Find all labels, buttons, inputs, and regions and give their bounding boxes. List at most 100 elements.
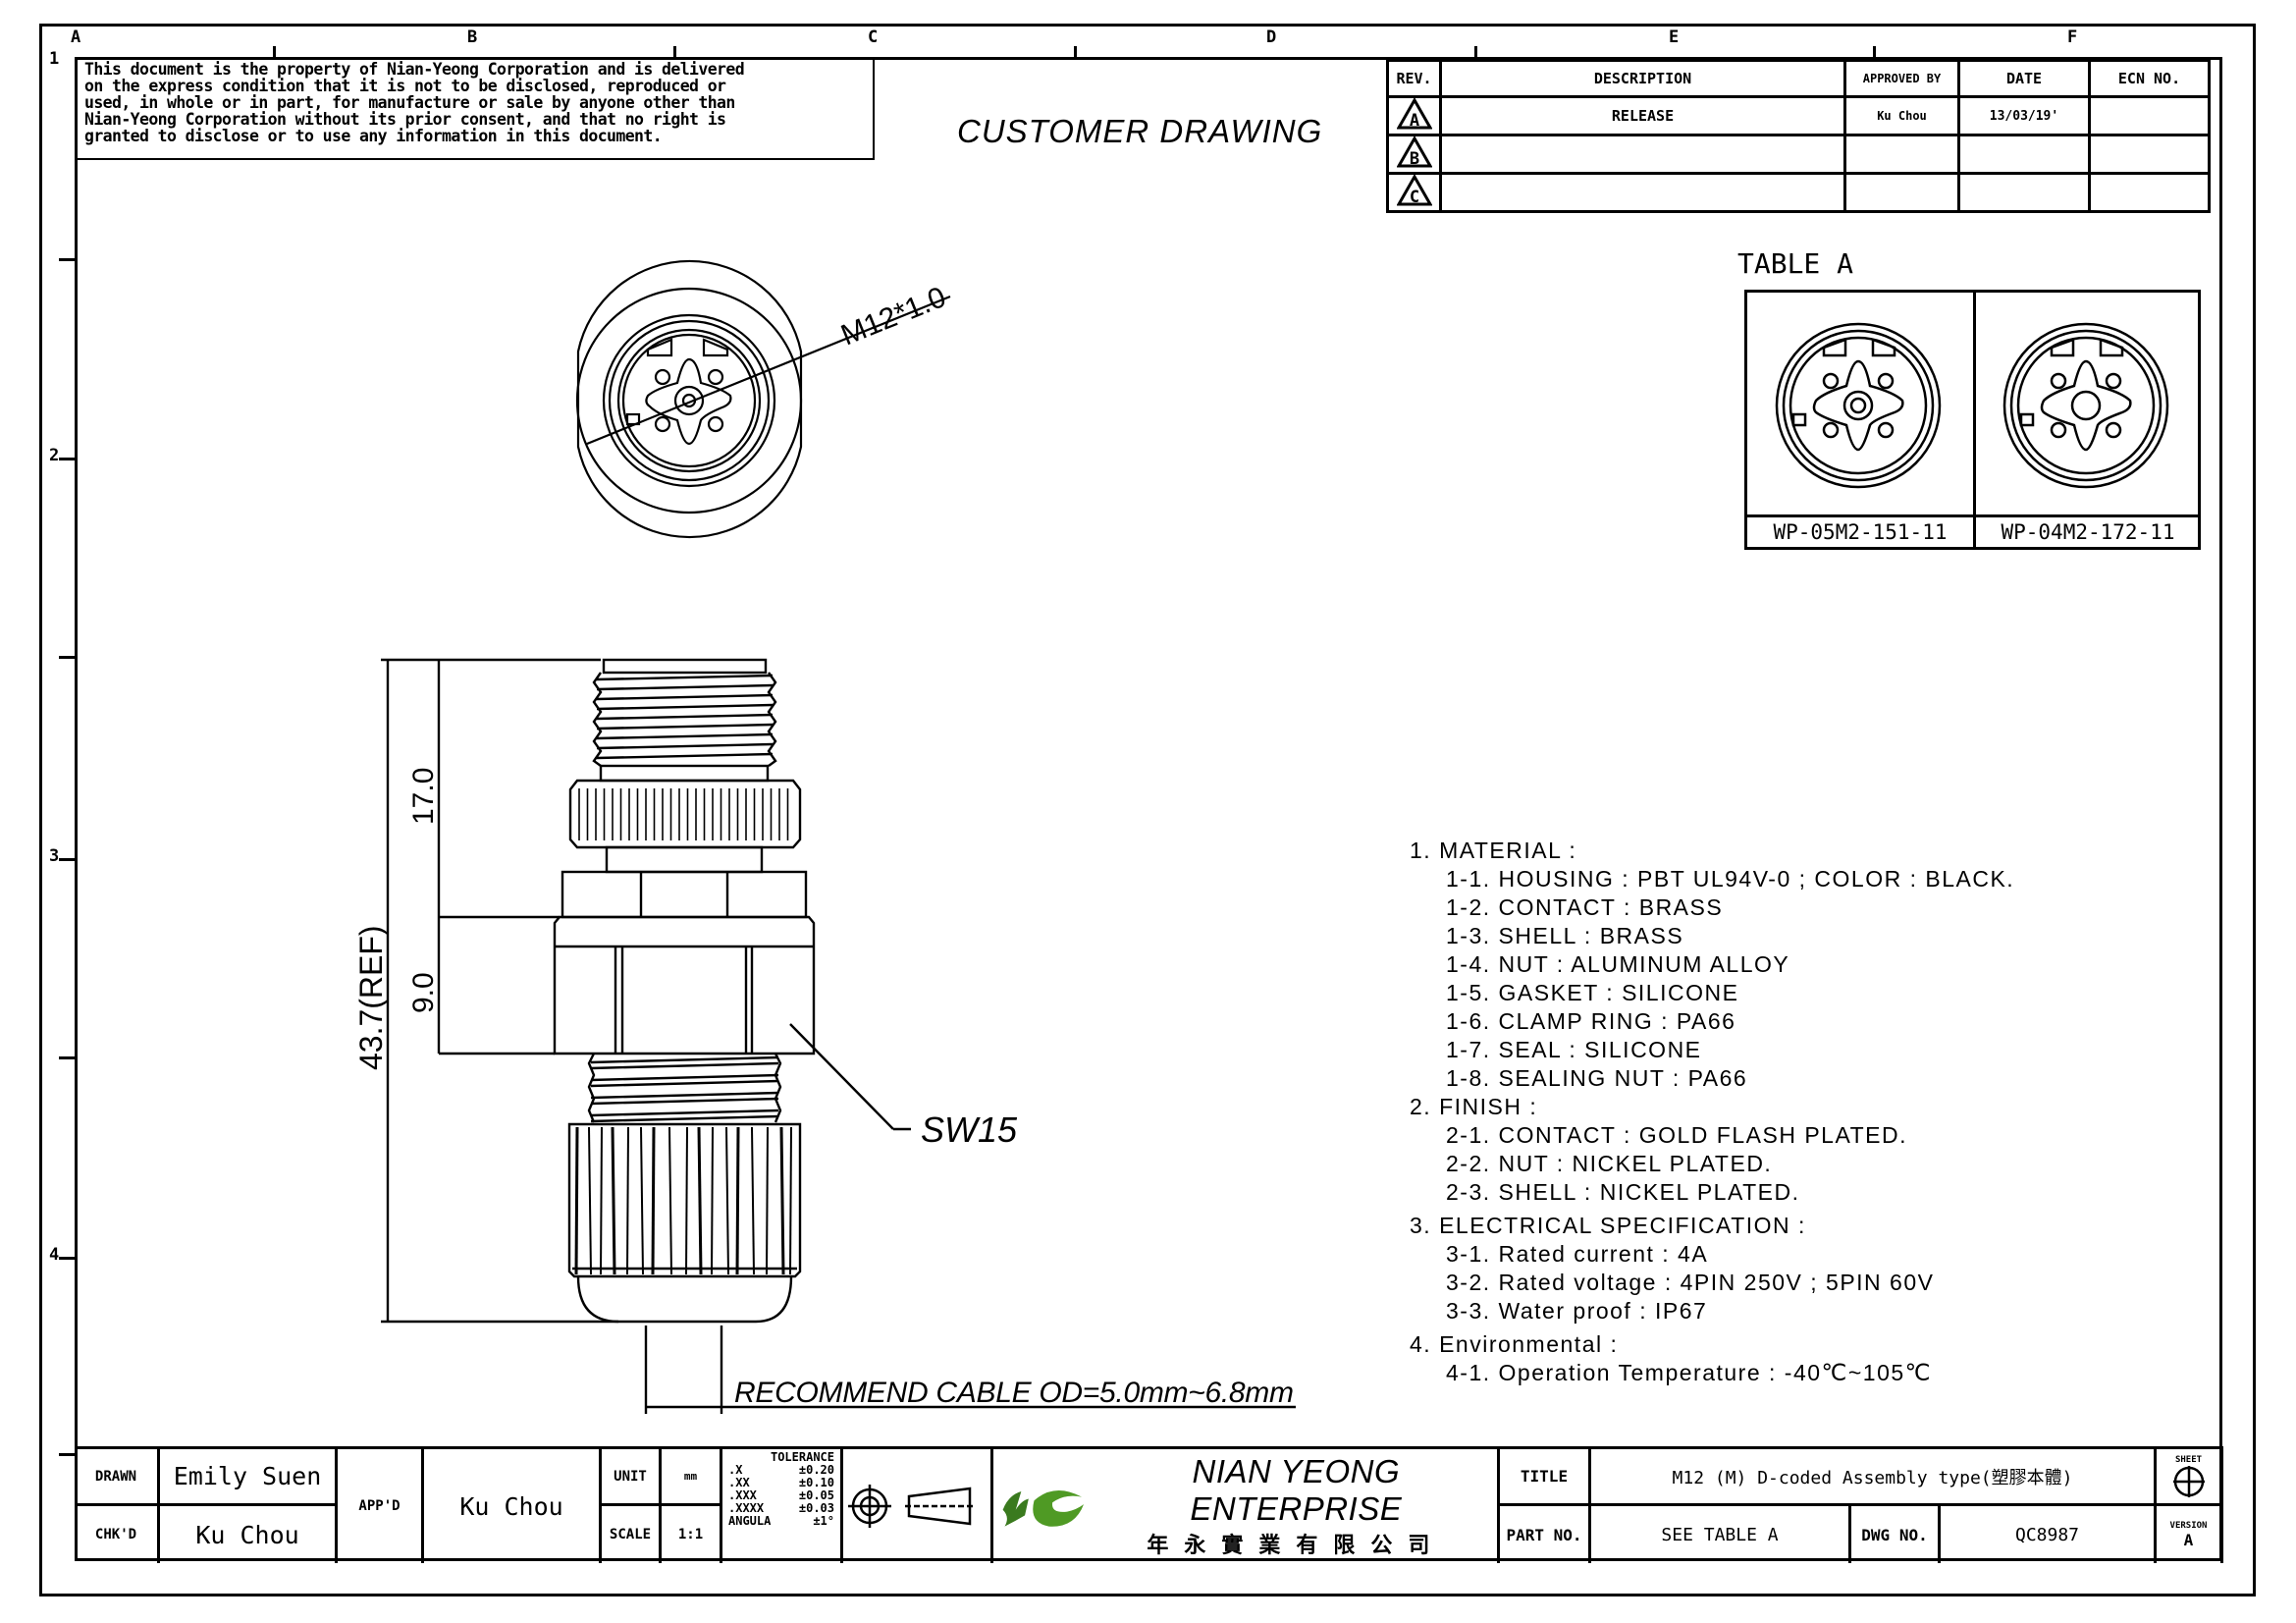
- company-name-en: NIAN YEONG ENTERPRISE: [1190, 1453, 1403, 1527]
- revision-row: C: [1386, 172, 2211, 213]
- rev-ecn: [2088, 172, 2211, 213]
- table-a: WP-05M2-151-11 WP-04M2-172-11: [1744, 290, 2201, 550]
- zone-tick: [1074, 46, 1077, 58]
- zone-tick: [59, 258, 77, 261]
- tolerance-value: ±0.10: [798, 1476, 834, 1489]
- tolerance-key: .X: [728, 1463, 743, 1477]
- description-header: DESCRIPTION: [1439, 59, 1846, 98]
- svg-text:C: C: [1409, 188, 1418, 206]
- checked-value: Ku Chou: [160, 1506, 338, 1563]
- tolerance-value: ±0.20: [798, 1463, 834, 1477]
- revision-table: REV. DESCRIPTION APPROVED BY DATE ECN NO…: [1386, 59, 2211, 213]
- zone-tick: [59, 858, 77, 861]
- table-a-part-number: WP-04M2-172-11: [1975, 514, 2201, 547]
- note-item: 3-2. Rated voltage : 4PIN 250V ; 5PIN 60…: [1446, 1270, 1935, 1295]
- rev-triangle-icon: A: [1386, 95, 1442, 136]
- checked-label: CHK'D: [75, 1506, 160, 1563]
- zone-tick: [59, 1453, 77, 1456]
- title-label: TITLE: [1500, 1449, 1591, 1506]
- note-item: 3-1. Rated current : 4A: [1446, 1241, 1709, 1267]
- zone-letter-c: C: [868, 27, 879, 47]
- sheet-crosshair-icon: [2172, 1465, 2205, 1497]
- tolerance-title: TOLERANCE: [770, 1450, 834, 1464]
- rev-header: REV.: [1386, 59, 1442, 98]
- zone-number-1: 1: [49, 49, 60, 69]
- notice-line: This document is the property of Nian-Ye…: [84, 60, 745, 79]
- note-item: 3-3. Water proof : IP67: [1446, 1298, 1708, 1324]
- notice-line: used, in whole or in part, for manufactu…: [84, 93, 735, 112]
- version-box: VERSION A: [2157, 1506, 2223, 1563]
- note-item: 1-2. CONTACT : BRASS: [1446, 894, 1724, 920]
- approved-by-header: APPROVED BY: [1843, 59, 1960, 98]
- dwg-no-value: QC8987: [1941, 1506, 2157, 1563]
- table-a-part-number: WP-05M2-151-11: [1747, 514, 1973, 547]
- note-item: 2-3. SHELL : NICKEL PLATED.: [1446, 1179, 1800, 1205]
- rev-ecn: [2088, 95, 2211, 136]
- note-item: 1-6. CLAMP RING : PA66: [1446, 1008, 1736, 1034]
- svg-text:B: B: [1409, 149, 1418, 168]
- note-heading: 4. Environmental :: [1410, 1331, 1619, 1357]
- specification-notes: 1. MATERIAL :1-1. HOUSING : PBT UL94V-0 …: [1410, 837, 2014, 1387]
- note-item: 1-8. SEALING NUT : PA66: [1446, 1065, 1748, 1091]
- rev-triangle-icon: B: [1386, 134, 1442, 175]
- table-a-title: TABLE A: [1737, 247, 1854, 280]
- tolerance-key: .XXX: [728, 1488, 757, 1502]
- part-no-label: PART NO.: [1500, 1506, 1591, 1563]
- tolerance-key: ANGULA: [728, 1514, 772, 1528]
- revision-row: B: [1386, 134, 2211, 175]
- note-heading: 2. FINISH :: [1410, 1094, 1538, 1119]
- title-value: M12 (M) D-coded Assembly type(塑膠本體): [1591, 1449, 2157, 1506]
- connector-face-4pin-icon: [2002, 322, 2169, 489]
- version-value: A: [2183, 1530, 2194, 1549]
- connector-face-5pin-icon: [1775, 322, 1942, 489]
- version-label: VERSION: [2169, 1520, 2208, 1531]
- revision-row: A RELEASE Ku Chou 13/03/19': [1386, 95, 2211, 136]
- tolerance-value: ±1°: [813, 1514, 834, 1528]
- zone-tick: [1873, 46, 1876, 58]
- dwg-no-label: DWG NO.: [1851, 1506, 1941, 1563]
- company-name-zh: 年永實業有限公司: [1147, 1534, 1446, 1558]
- drawn-label: DRAWN: [75, 1449, 160, 1506]
- revision-header-row: REV. DESCRIPTION APPROVED BY DATE ECN NO…: [1386, 59, 2211, 98]
- zone-tick: [673, 46, 676, 58]
- drawn-value: Emily Suen: [160, 1449, 338, 1506]
- zone-tick: [59, 1257, 77, 1260]
- zone-tick: [59, 656, 77, 659]
- ecn-header: ECN NO.: [2088, 59, 2211, 98]
- inner-frame: [75, 57, 2222, 1561]
- rev-approved-by: [1843, 134, 1960, 175]
- rev-ecn: [2088, 134, 2211, 175]
- outer-frame: [39, 24, 2256, 1596]
- note-item: 4-1. Operation Temperature : -40℃~105℃: [1446, 1360, 1932, 1385]
- rev-description: [1439, 134, 1846, 175]
- note-item: 1-4. NUT : ALUMINUM ALLOY: [1446, 951, 1790, 977]
- rev-description: [1439, 172, 1846, 213]
- zone-tick: [59, 1056, 77, 1059]
- confidentiality-notice: This document is the property of Nian-Ye…: [75, 57, 875, 160]
- notice-line: granted to disclose or to use any inform…: [84, 127, 663, 145]
- approved-label: APP'D: [338, 1449, 424, 1563]
- rev-description: RELEASE: [1439, 95, 1846, 136]
- rev-date: [1957, 134, 2091, 175]
- scale-value: 1:1: [662, 1506, 722, 1563]
- rev-approved-by: Ku Chou: [1843, 95, 1960, 136]
- tolerance-value: ±0.03: [798, 1501, 834, 1515]
- unit-value: mm: [662, 1449, 722, 1506]
- rev-triangle-icon: C: [1386, 172, 1442, 213]
- unit-label: UNIT: [602, 1449, 662, 1506]
- title-block: DRAWN CHK'D Emily Suen Ku Chou APP'D Ku …: [75, 1446, 2223, 1565]
- zone-letter-f: F: [2067, 27, 2078, 47]
- note-item: 1-1. HOUSING : PBT UL94V-0 ; COLOR : BLA…: [1446, 866, 2015, 892]
- zone-number-3: 3: [49, 846, 60, 866]
- note-heading: 3. ELECTRICAL SPECIFICATION :: [1410, 1213, 1806, 1238]
- tolerance-key: .XX: [728, 1476, 750, 1489]
- date-header: DATE: [1957, 59, 2091, 98]
- rev-date: 13/03/19': [1957, 95, 2091, 136]
- zone-letter-d: D: [1266, 27, 1277, 47]
- company-logo-block: NIAN YEONG ENTERPRISE 年永實業有限公司: [993, 1449, 1500, 1563]
- first-angle-projection-icon: [843, 1449, 993, 1563]
- note-item: 2-1. CONTACT : GOLD FLASH PLATED.: [1446, 1122, 1907, 1148]
- part-no-value: SEE TABLE A: [1591, 1506, 1851, 1563]
- note-item: 1-3. SHELL : BRASS: [1446, 923, 1684, 948]
- svg-text:A: A: [1409, 111, 1418, 130]
